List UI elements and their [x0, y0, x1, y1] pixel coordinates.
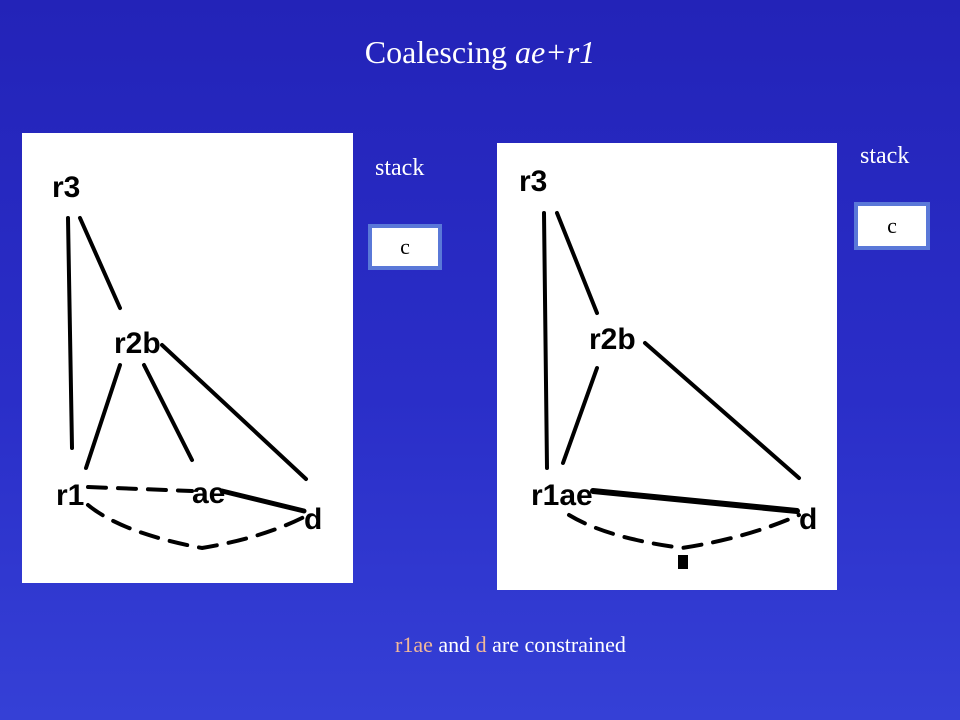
node-r3: r3	[519, 165, 547, 198]
node-r3: r3	[52, 171, 80, 204]
node-r1ae: r1ae	[531, 479, 593, 512]
caption: r1ae and d are constrained	[395, 632, 626, 658]
edge-ae-d	[219, 488, 307, 514]
node-r2b: r2b	[589, 323, 636, 356]
edge-r1-d-move	[86, 503, 306, 551]
title-main: Coalescing	[364, 34, 507, 70]
caption-node-r1ae: r1ae	[395, 632, 433, 657]
right-graph-mark	[678, 555, 688, 569]
node-d: d	[304, 503, 322, 536]
node-r2b: r2b	[114, 327, 161, 360]
edge-r3-r1ae	[542, 211, 549, 470]
edge-r2b-r1ae	[561, 366, 599, 465]
node-ae: ae	[192, 477, 225, 510]
edge-r1ae-d-move	[567, 513, 801, 551]
edge-r1-ae-move	[86, 485, 194, 493]
left-graph-panel: r3 r2b r1 ae d	[22, 133, 353, 583]
caption-text-and: and	[432, 632, 476, 657]
edge-r3-r2b	[78, 216, 122, 310]
title-subject: ae+r1	[514, 34, 596, 70]
left-stack-label: stack	[375, 155, 425, 181]
left-interference-graph: r3 r2b r1 ae d	[52, 171, 322, 551]
node-d: d	[799, 503, 817, 536]
edge-r2b-ae	[142, 363, 194, 462]
caption-node-d: d	[475, 632, 487, 657]
edge-r3-r2b	[555, 211, 599, 315]
right-stack-box: c	[854, 202, 930, 250]
right-stack-label: stack	[860, 143, 910, 169]
edge-r3-r1	[66, 216, 74, 450]
node-r1: r1	[56, 479, 84, 512]
edge-r2b-r1	[84, 363, 122, 470]
right-interference-graph: r3 r2b r1ae d	[519, 165, 817, 569]
caption-text-constrained: are constrained	[486, 632, 626, 657]
edge-r2b-d	[643, 341, 801, 480]
edge-r1ae-d	[590, 488, 800, 514]
right-graph-panel: r3 r2b r1ae d	[497, 143, 837, 590]
left-stack-box: c	[368, 224, 442, 270]
edge-r2b-d	[160, 343, 308, 481]
